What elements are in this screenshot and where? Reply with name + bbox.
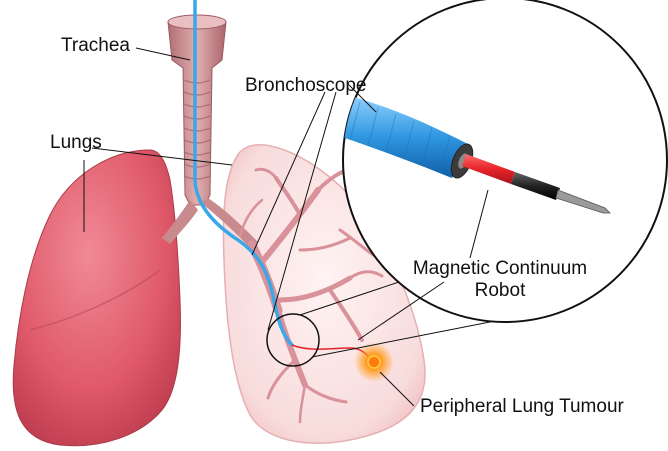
label-lungs: Lungs — [50, 132, 102, 154]
label-robot: Magnetic Continuum Robot — [375, 258, 625, 302]
trachea — [168, 15, 226, 205]
left-lung — [13, 150, 180, 446]
label-trachea: Trachea — [61, 35, 130, 57]
label-robot-line1: Magnetic Continuum — [375, 258, 625, 280]
label-robot-line2: Robot — [375, 280, 625, 302]
tumour — [368, 356, 380, 368]
label-tumour: Peripheral Lung Tumour — [420, 396, 624, 418]
label-bronchoscope: Bronchoscope — [245, 75, 366, 97]
